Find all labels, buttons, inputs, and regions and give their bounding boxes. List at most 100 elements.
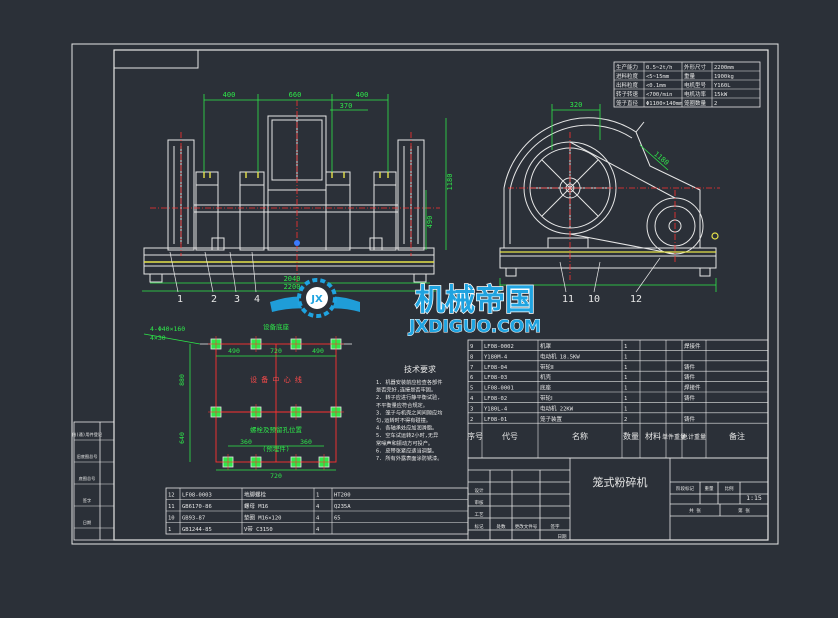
bom-header-cell: 代号 — [502, 431, 518, 441]
lower-list-cell: V带 C3150 — [244, 526, 273, 533]
spec-cell: 生产能力 — [616, 63, 638, 71]
tech-req-line: 4. 各轴承处应加润滑脂。 — [376, 424, 437, 432]
lower-list-cell: Q235A — [334, 504, 351, 510]
bom-cell: LF08-01 — [484, 417, 507, 423]
drawing-title: 笼式粉碎机 — [593, 475, 648, 489]
spec-cell: 出料粒度 — [616, 81, 639, 89]
spec-cell: 外形尺寸 — [684, 63, 707, 71]
found-dim-5: 640 — [178, 432, 186, 444]
bom-cell: 机罩 — [540, 342, 552, 350]
bom-cell: 1 — [624, 375, 627, 381]
title-block-label: 设计 — [475, 487, 484, 494]
spec-cell: <700/min — [646, 92, 673, 98]
side-callout-12: 12 — [630, 294, 642, 305]
bom-cell: 1 — [624, 386, 627, 392]
technical-requirements: 技术要求 1. 机器安装前应检查各部件 是否完好,连接是否牢固。2. 转子应进行… — [376, 364, 442, 462]
bom-cell: LF08-0001 — [484, 386, 514, 392]
lower-list-cell: 10 — [168, 516, 175, 522]
side-dim-1: 320 — [570, 101, 583, 109]
lower-list-cell: 4 — [316, 527, 320, 533]
bom-cell: 底座 — [540, 384, 552, 392]
tech-req-line: 7. 所有外露表面涂防锈漆。 — [376, 454, 442, 462]
title-block-label: 阶段标记 — [676, 485, 694, 492]
dim-top-3: 400 — [356, 91, 369, 99]
title-block-label: 签字 — [551, 523, 560, 530]
found-dim-1: 490 — [228, 347, 240, 355]
bom-cell: Y180M-4 — [484, 354, 508, 360]
spec-cell: 重量 — [684, 72, 696, 80]
spec-cell: Φ1100×140mm — [646, 101, 683, 107]
title-block-label: 日期 — [558, 534, 567, 540]
spec-cell: 电机功率 — [684, 90, 707, 98]
side-strip-label: 日期 — [83, 520, 91, 526]
title-block-labels: 标记处数更改文件号签字日期设计审核工艺阶段标记重量比例共 张第 张 — [475, 485, 751, 540]
title-block-label: 共 张 — [689, 507, 701, 514]
bom-cell: Y180L-4 — [484, 406, 508, 412]
spec-cell: 1900kg — [714, 74, 734, 80]
callout-4: 4 — [254, 294, 260, 305]
lower-list-cell: HT200 — [334, 493, 351, 499]
bom-cell: LF08-0002 — [484, 344, 514, 350]
title-block: 笼式粉碎机 1:15 标记处数更改文件号签字日期设计审核工艺阶段标记重量比例共 … — [467, 457, 769, 541]
found-dim-6: 360 — [240, 438, 252, 446]
bom-cell: 铸件 — [684, 394, 696, 402]
drawing-frame — [71, 43, 779, 545]
bom-cell: 1 — [624, 365, 627, 371]
bom-cell: 焊接件 — [684, 384, 701, 392]
lower-list-cell: 垫圈 M16×120 — [244, 514, 282, 522]
callout-2: 2 — [211, 294, 217, 305]
bom-cell: 带轮Ⅱ — [540, 363, 554, 371]
bom-cell: 2 — [470, 417, 473, 423]
found-dim-3: 490 — [312, 347, 324, 355]
bom-cell: 1 — [624, 406, 627, 412]
spec-cell: 2 — [714, 101, 717, 107]
title-block-label: 工艺 — [475, 512, 484, 518]
spec-cell: <5~15mm — [646, 74, 670, 80]
dim-bottom-1: 2040 — [284, 275, 301, 283]
found-bolt-depth: 4×30 — [150, 334, 166, 342]
tech-req-line: 2. 转子应进行静平衡试验, — [376, 393, 440, 401]
side-strip-label: 旧底图总号 — [77, 453, 98, 460]
logo-text-cn: 机械帝国 — [415, 283, 535, 318]
title-block-label: 审核 — [475, 499, 484, 506]
found-embedded: (预埋件) — [262, 444, 289, 453]
spec-cell: 0.5~2t/h — [646, 65, 673, 71]
title-block-label: 第 张 — [738, 507, 750, 514]
bom-cell: 2 — [624, 417, 627, 423]
spec-cell: 转子转速 — [616, 90, 639, 98]
side-strip-label: 底图总号 — [79, 475, 96, 482]
lower-list-cell: 4 — [316, 504, 320, 510]
found-base: 设备底座 — [263, 322, 290, 331]
found-dim-8: 720 — [270, 472, 282, 480]
spec-cell: 2200mm — [714, 65, 735, 71]
tech-req-line: 5. 空车试运转2小时,无异 — [376, 431, 438, 439]
bom-cell: 铸件 — [684, 415, 696, 423]
found-dim-2: 720 — [270, 347, 282, 355]
found-bolt-spec: 4-Φ40×160 — [150, 325, 185, 333]
side-strip-label: 签字 — [83, 497, 91, 503]
callout-3: 3 — [234, 294, 240, 305]
spec-cell: 笼圈数量 — [684, 99, 707, 107]
bom-cell: 5 — [470, 386, 473, 392]
bom-cell: 1 — [624, 354, 627, 360]
lower-list-cell: 12 — [168, 493, 175, 499]
bom-header-cell: 序号 — [467, 431, 483, 441]
title-block-label: 处数 — [497, 523, 506, 530]
bom-cell: 铸件 — [684, 363, 696, 371]
bom-cell: LF08-03 — [484, 375, 507, 381]
bom-cell: 1 — [624, 396, 627, 402]
side-callout-10: 10 — [588, 294, 600, 305]
tech-req-line: 6. 皮带张紧应适当调整。 — [376, 446, 437, 454]
found-dim-4: 880 — [178, 374, 186, 386]
tech-req-line: 1. 机器安装前应检查各部件 — [376, 378, 442, 386]
callout-1: 1 — [177, 294, 183, 305]
bom-cell: 焊接件 — [684, 342, 701, 350]
lower-list-cell: 11 — [168, 504, 175, 510]
side-strip-label: 借(通)用件登记 — [72, 431, 103, 438]
